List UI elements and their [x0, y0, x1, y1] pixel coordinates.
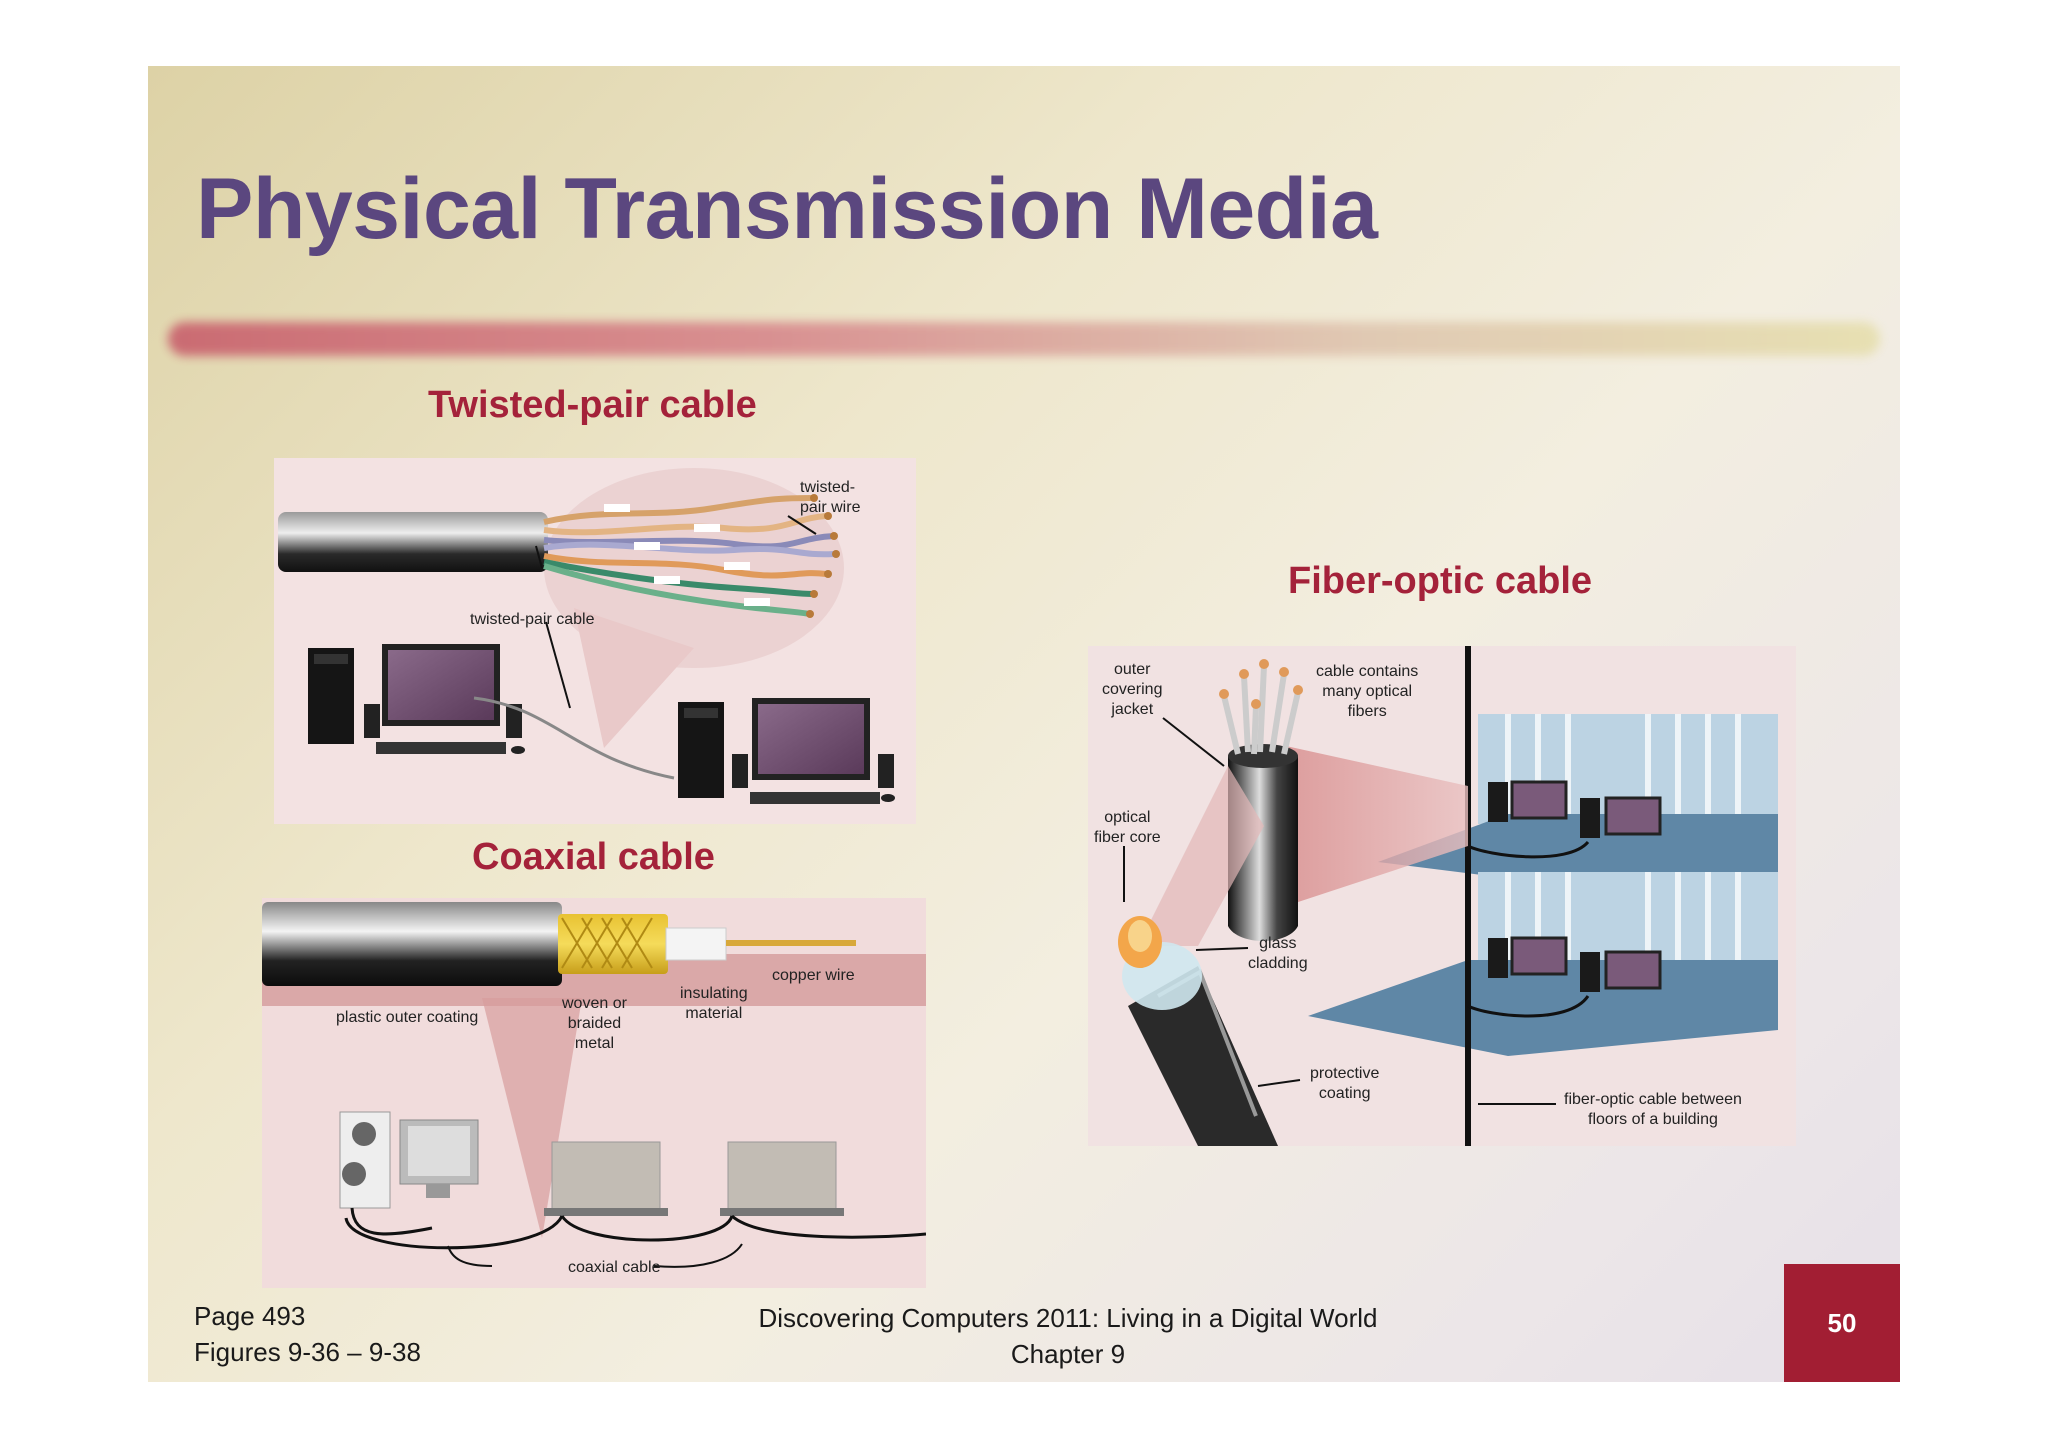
twisted-pair-wire-label: twisted- pair wire — [800, 478, 860, 518]
slide-title: Physical Transmission Media — [196, 160, 1377, 259]
glass-cladding-label: glass cladding — [1248, 934, 1308, 974]
outer-covering-jacket-label: outer covering jacket — [1102, 660, 1162, 720]
fiber-optic-heading: Fiber-optic cable — [1288, 560, 1592, 603]
coaxial-heading: Coaxial cable — [472, 836, 715, 879]
decorative-bar — [168, 322, 1880, 356]
chapter-label: Chapter 9 — [648, 1336, 1488, 1372]
page-number-badge: 50 — [1784, 1264, 1900, 1382]
insulating-material-label: insulating material — [680, 984, 748, 1024]
twisted-pair-figure: twisted- pair wire twisted-pair cable — [274, 458, 916, 824]
fiber-between-floors-label: fiber-optic cable between floors of a bu… — [1564, 1090, 1742, 1130]
book-title: Discovering Computers 2011: Living in a … — [648, 1300, 1488, 1336]
twisted-pair-cable-label: twisted-pair cable — [470, 610, 595, 630]
slide: Physical Transmission Media Twisted-pair… — [148, 66, 1900, 1382]
woven-braided-metal-label: woven or braided metal — [562, 994, 627, 1054]
fiber-optic-figure: outer covering jacket cable contains man… — [1088, 646, 1796, 1146]
coaxial-cable-label: coaxial cable — [568, 1258, 661, 1278]
coaxial-illustration — [262, 898, 926, 1288]
copper-wire-label: copper wire — [772, 966, 855, 986]
protective-coating-label: protective coating — [1310, 1064, 1379, 1104]
footer-left: Page 493 Figures 9-36 – 9-38 — [194, 1298, 421, 1370]
twisted-pair-heading: Twisted-pair cable — [428, 384, 757, 427]
footer-center: Discovering Computers 2011: Living in a … — [648, 1300, 1488, 1372]
coaxial-figure: plastic outer coating woven or braided m… — [262, 898, 926, 1288]
fiber-optic-illustration — [1088, 646, 1796, 1146]
plastic-outer-coating-label: plastic outer coating — [336, 1008, 478, 1028]
figures-reference: Figures 9-36 – 9-38 — [194, 1334, 421, 1370]
page-reference: Page 493 — [194, 1298, 421, 1334]
optical-fiber-core-label: optical fiber core — [1094, 808, 1161, 848]
cable-contains-fibers-label: cable contains many optical fibers — [1316, 662, 1418, 722]
